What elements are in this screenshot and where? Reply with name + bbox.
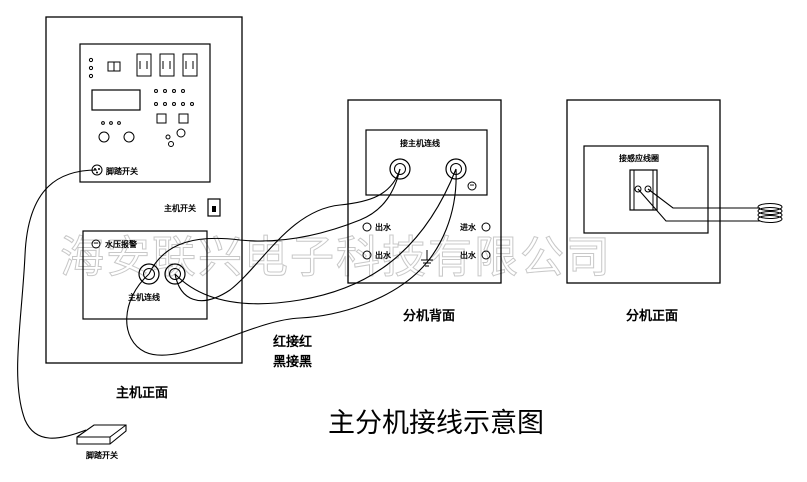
watermark-text: 海安联兴电子科技有限公司 [60, 232, 612, 283]
indicator-dot [88, 65, 94, 71]
square-button [178, 113, 189, 124]
sub-back-caption: 分机背面 [403, 308, 455, 324]
water-port [481, 250, 491, 260]
wire-black-2 [174, 168, 457, 305]
knob [98, 131, 110, 143]
foot-pedal: 脚踏开关 [76, 424, 127, 460]
digit-switch [159, 53, 175, 77]
induction-coil-icon [757, 203, 783, 223]
water-outlet-left-2-label: 出水 [375, 250, 392, 260]
main-terminal-left [138, 263, 160, 285]
terminal-inner-ring [394, 163, 406, 175]
indicator-dot [88, 57, 94, 63]
coil-connector-block [629, 169, 658, 211]
water-port [362, 250, 372, 260]
foot-switch-socket-label: 脚踏开关 [106, 166, 138, 176]
coil-terminal [644, 185, 652, 193]
coil-lead-upper [647, 188, 760, 209]
wire-note-line1: 红接红 [273, 334, 312, 350]
water-pressure-indicator [91, 239, 101, 249]
main-display [91, 89, 141, 111]
water-port [481, 222, 491, 232]
main-control-panel [79, 43, 211, 183]
foot-pedal-body [76, 424, 127, 445]
foot-pedal-label: 脚踏开关 [86, 450, 118, 460]
digit-switch [136, 53, 152, 77]
sub-back-body [347, 99, 502, 284]
water-port [362, 222, 372, 232]
sub-unit-front: 接感应线圈 分机正面 [566, 99, 783, 324]
diagram-title: 主分机接线示意图 [328, 408, 544, 439]
power-switch-lever [212, 206, 216, 212]
small-knob [168, 141, 174, 147]
power-switch [207, 198, 221, 217]
water-outlet-right-2-label: 出水 [460, 250, 477, 260]
wire-long-loop [126, 168, 457, 356]
coil-terminal [634, 185, 642, 193]
knob [123, 131, 135, 143]
main-lower-panel [82, 230, 208, 320]
sub-unit-back: 接主机连线 出水 进水 出水 出水 分机背面 [347, 99, 502, 324]
sub-back-connection-panel [365, 129, 488, 196]
water-inlet-right-label: 进水 [460, 222, 477, 232]
main-terminal-right [164, 263, 186, 285]
main-unit: 脚踏开关 主机开关 水压报警 主机连线 主机正面 [45, 16, 243, 401]
terminal-inner-ring [143, 268, 155, 280]
main-unit-body [45, 16, 243, 364]
power-switch-label: 主机开关 [164, 203, 196, 213]
sub-front-body [566, 99, 721, 284]
indicator-dot [88, 73, 94, 79]
water-outlet-left-label: 出水 [375, 222, 392, 232]
terminal-inner-ring [169, 268, 181, 280]
coil-lead-lower [637, 188, 760, 222]
wire-note-line2: 黑接黑 [273, 354, 312, 370]
water-pressure-label: 水压报警 [104, 239, 137, 249]
sub-front-panel-label: 接感应线圈 [619, 153, 659, 163]
indicator-dot-group [101, 89, 194, 125]
sub-front-panel [583, 145, 709, 234]
knob [176, 128, 186, 138]
sub-back-panel-label: 接主机连线 [400, 138, 440, 148]
sub-foot-socket [467, 181, 477, 191]
wires [17, 168, 457, 439]
digit-switch [182, 53, 198, 77]
square-button [156, 113, 167, 124]
sub-terminal-left [389, 158, 411, 180]
wire-black [148, 168, 401, 275]
main-connection-label: 主机连线 [128, 292, 160, 302]
foot-pedal-cable [17, 169, 98, 439]
small-knob [165, 134, 171, 140]
main-unit-caption: 主机正面 [116, 385, 168, 401]
sub-front-caption: 分机正面 [626, 308, 678, 324]
wire-red [174, 168, 401, 302]
